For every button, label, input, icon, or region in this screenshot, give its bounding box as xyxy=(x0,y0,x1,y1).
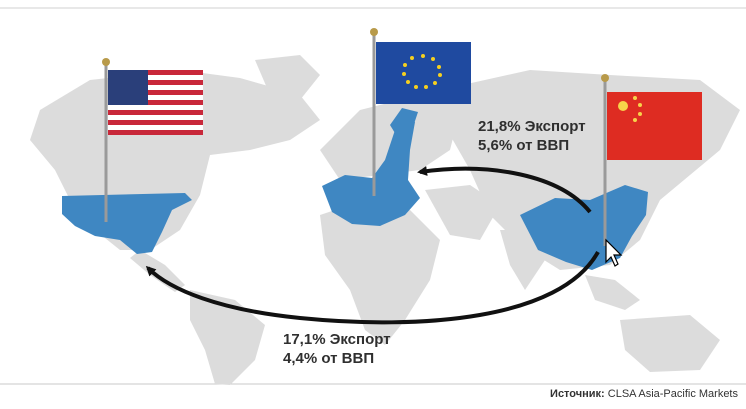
source-name: CLSA Asia-Pacific Markets xyxy=(607,388,738,400)
usa-region xyxy=(62,193,192,254)
usa-flag xyxy=(108,70,203,135)
china-usa-export-share: 17,1% Экспорт xyxy=(283,331,391,348)
eu-scandinavia xyxy=(390,108,418,138)
eu-flag xyxy=(376,42,471,104)
flag-poles xyxy=(102,28,609,246)
eu-region xyxy=(322,118,420,226)
china-eu-export-share: 21,8% Экспорт xyxy=(478,118,586,135)
mouse-cursor-icon xyxy=(605,238,623,267)
europe-grey xyxy=(320,95,460,180)
arrow-china-to-usa xyxy=(145,251,600,325)
australia xyxy=(620,315,720,372)
source-prefix: Источник: xyxy=(550,388,605,400)
china-usa-gdp-share: 4,4% от ВВП xyxy=(283,350,375,367)
greenland xyxy=(255,55,320,100)
arrow-china-to-eu xyxy=(417,166,592,214)
china-flag xyxy=(607,92,702,160)
china-eu-gdp-share: 5,6% от ВВП xyxy=(478,137,570,154)
china-region xyxy=(520,185,648,270)
central-america xyxy=(130,250,185,292)
southeast-asia xyxy=(585,275,640,310)
china-eu-flow-label: 21,8% Экспорт 5,6% от ВВП xyxy=(478,117,586,155)
highlighted-regions xyxy=(62,108,648,270)
china-usa-flow-label: 17,1% Экспорт 4,4% от ВВП xyxy=(283,330,391,368)
africa xyxy=(320,200,440,345)
source-credit: Источник: CLSA Asia-Pacific Markets xyxy=(550,388,738,400)
south-america xyxy=(190,290,265,385)
india xyxy=(500,230,545,290)
middle-east xyxy=(425,185,500,240)
